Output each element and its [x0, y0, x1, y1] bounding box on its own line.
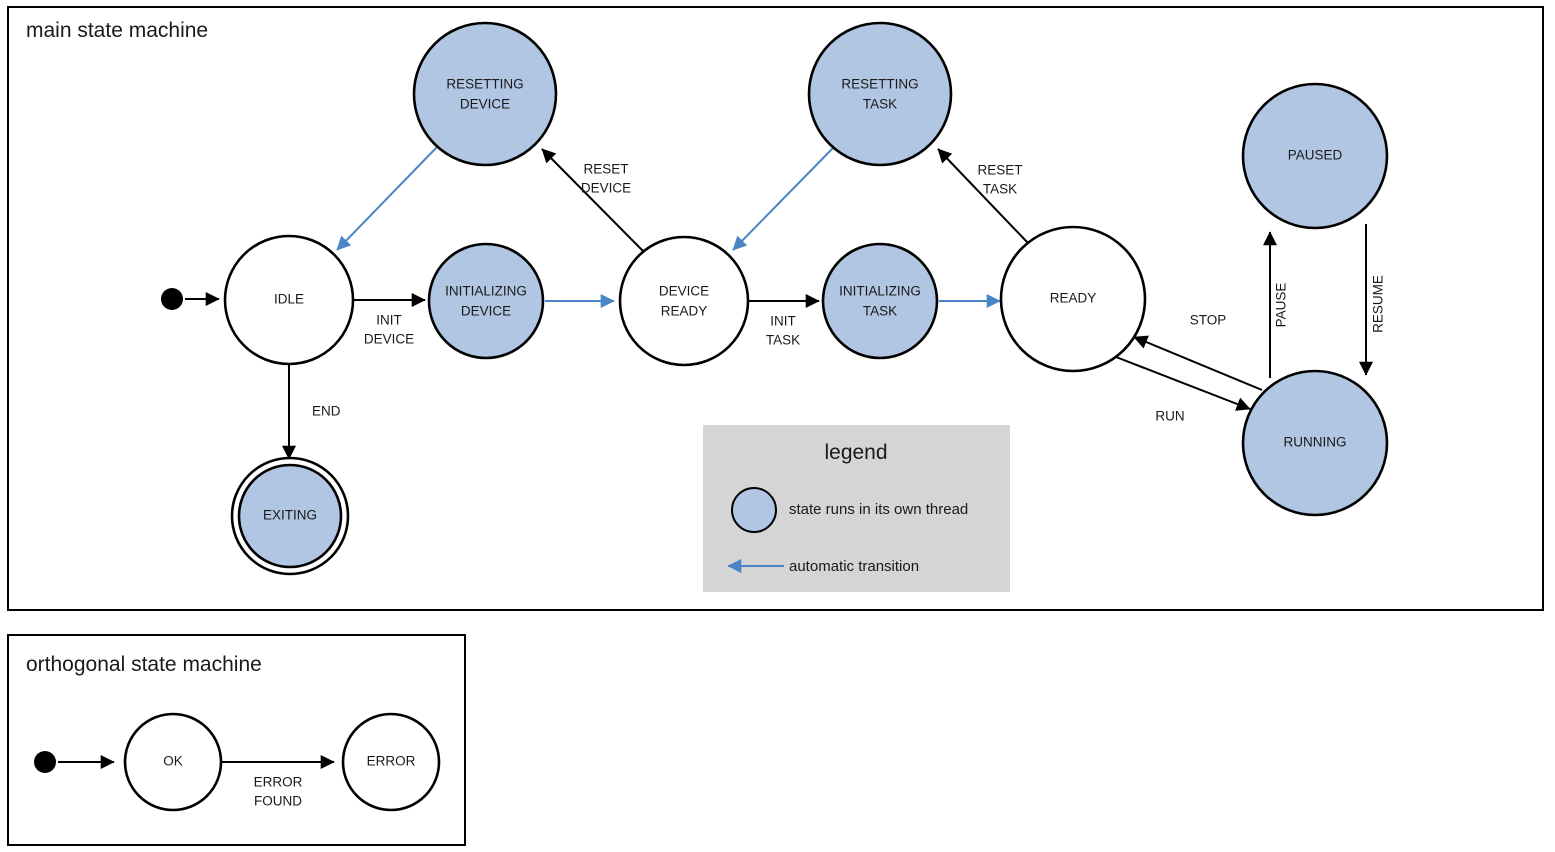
- state-device-ready[interactable]: DEVICE READY: [618, 235, 750, 367]
- legend-thread-state-icon: [731, 487, 777, 533]
- state-ready-circle[interactable]: [999, 225, 1147, 373]
- state-error-label: ERROR: [367, 754, 416, 769]
- state-running-label: RUNNING: [1284, 435, 1347, 450]
- state-initializing-task-label-line2: TASK: [863, 304, 897, 319]
- transition-label-reset-task-line2: TASK: [983, 182, 1017, 197]
- legend-title: legend: [824, 441, 887, 464]
- main-frame-title: main state machine: [26, 19, 208, 42]
- state-error[interactable]: ERROR: [341, 712, 441, 812]
- state-resetting-task-label-line1: RESETTING: [841, 77, 918, 92]
- state-initializing-task[interactable]: INITIALIZING TASK: [821, 242, 939, 360]
- transition-label-init-task-line2: TASK: [766, 333, 800, 348]
- state-ready-label: READY: [1050, 291, 1097, 306]
- state-initializing-device-circle[interactable]: [427, 242, 545, 360]
- transition-label-init-device-line2: DEVICE: [364, 332, 414, 347]
- transition-label-pause: PAUSE: [1274, 283, 1289, 328]
- state-exiting-label: EXITING: [263, 508, 317, 523]
- state-initializing-device[interactable]: INITIALIZING DEVICE: [427, 242, 545, 360]
- state-resetting-device-label-line1: RESETTING: [446, 77, 523, 92]
- state-error-circle[interactable]: [341, 712, 441, 812]
- transition-label-stop: STOP: [1190, 313, 1227, 328]
- transition-resetting-task-to-device-ready[interactable]: [732, 147, 834, 251]
- state-resetting-task[interactable]: RESETTING TASK: [807, 21, 953, 167]
- orthogonal-frame-title: orthogonal state machine: [26, 653, 262, 676]
- transition-ready-to-running[interactable]: [1115, 356, 1251, 411]
- state-running[interactable]: RUNNING: [1241, 369, 1389, 517]
- state-ready[interactable]: READY: [999, 225, 1147, 373]
- state-ok-circle[interactable]: [123, 712, 223, 812]
- transition-label-init-task-line1: INIT: [770, 314, 796, 329]
- transitions-layer: INIT DEVICE RESET DEVICE END INIT TASK R…: [185, 146, 1386, 460]
- transition-running-to-ready[interactable]: [1133, 335, 1263, 391]
- state-resetting-task-label-line2: TASK: [863, 97, 897, 112]
- transition-device-ready-to-resetting-device[interactable]: [541, 148, 645, 253]
- state-ok[interactable]: OK: [123, 712, 223, 812]
- state-resetting-device-circle[interactable]: [412, 21, 558, 167]
- states-layer: IDLE RESETTING DEVICE INITIALIZING DEVIC…: [161, 21, 1389, 576]
- transition-label-error-found-line2: FOUND: [254, 794, 302, 809]
- state-resetting-task-circle[interactable]: [807, 21, 953, 167]
- state-initializing-device-label-line2: DEVICE: [461, 304, 511, 319]
- legend-automatic-transition-label: automatic transition: [789, 558, 919, 575]
- transition-label-error-found-line1: ERROR: [254, 775, 303, 790]
- state-idle-label: IDLE: [274, 292, 304, 307]
- state-exiting[interactable]: EXITING: [230, 456, 350, 576]
- state-exiting-circle[interactable]: [237, 463, 343, 569]
- transition-label-init-device-line1: INIT: [376, 313, 402, 328]
- state-ok-label: OK: [163, 754, 183, 769]
- transition-label-reset-device-line1: RESET: [583, 162, 628, 177]
- legend: legend state runs in its own thread auto…: [703, 425, 1010, 592]
- state-resetting-device[interactable]: RESETTING DEVICE: [412, 21, 558, 167]
- state-device-ready-label-line2: READY: [661, 304, 708, 319]
- transition-label-reset-task-line1: RESET: [977, 163, 1022, 178]
- state-initializing-task-circle[interactable]: [821, 242, 939, 360]
- state-paused[interactable]: PAUSED: [1241, 82, 1389, 230]
- transition-label-run: RUN: [1155, 409, 1184, 424]
- transition-label-resume: RESUME: [1371, 275, 1386, 333]
- orthogonal-state-machine-frame: orthogonal state machine ERROR FOUND OK …: [7, 634, 466, 846]
- orthogonal-initial-state-marker: [34, 751, 56, 773]
- state-idle-circle[interactable]: [223, 234, 355, 366]
- transition-ready-to-resetting-task[interactable]: [937, 148, 1029, 244]
- transition-label-reset-device-line2: DEVICE: [581, 181, 631, 196]
- state-paused-circle[interactable]: [1241, 82, 1389, 230]
- transition-label-end: END: [312, 404, 341, 419]
- state-paused-label: PAUSED: [1288, 148, 1343, 163]
- state-running-circle[interactable]: [1241, 369, 1389, 517]
- state-device-ready-circle[interactable]: [618, 235, 750, 367]
- state-resetting-device-label-line2: DEVICE: [460, 97, 510, 112]
- transition-resetting-device-to-idle[interactable]: [336, 146, 438, 251]
- initial-state-marker: [161, 288, 183, 310]
- state-initializing-device-label-line1: INITIALIZING: [445, 284, 527, 299]
- legend-thread-state-label: state runs in its own thread: [789, 501, 968, 518]
- state-initializing-task-label-line1: INITIALIZING: [839, 284, 921, 299]
- state-device-ready-label-line1: DEVICE: [659, 284, 709, 299]
- state-idle[interactable]: IDLE: [223, 234, 355, 366]
